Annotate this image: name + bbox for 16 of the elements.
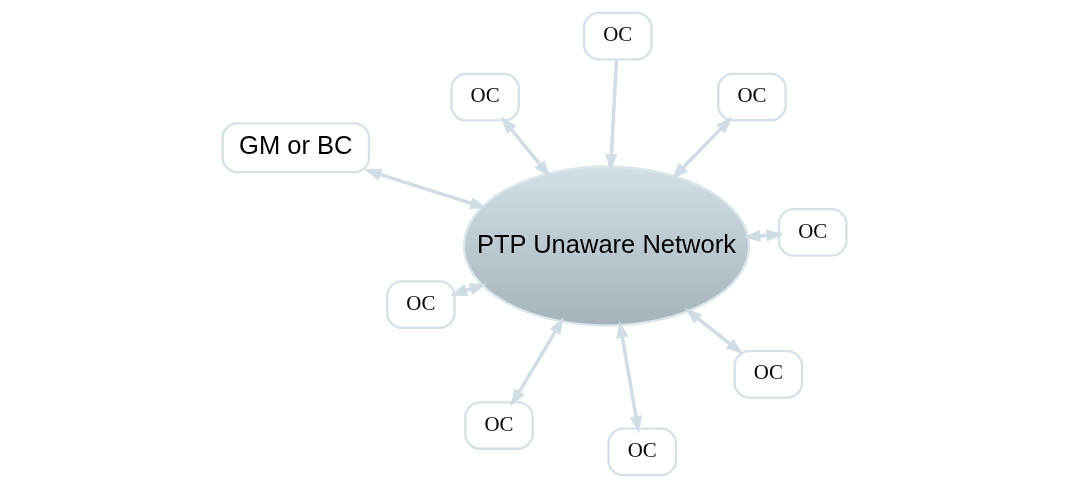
arrow <box>742 229 784 242</box>
node-box: OC <box>582 11 653 61</box>
node-box: OC <box>449 72 520 122</box>
arrow <box>684 307 743 355</box>
node-box: OC <box>385 280 456 329</box>
node-box: OC <box>733 349 803 399</box>
node-box: OC <box>716 72 787 122</box>
node-box: OC <box>777 208 847 257</box>
arrow <box>363 168 487 209</box>
node-box: GM or BC <box>221 122 370 174</box>
arrow <box>615 320 642 434</box>
arrow <box>509 317 564 407</box>
arrow <box>670 116 733 180</box>
node-box: OC <box>463 401 534 450</box>
node-box: OC <box>606 427 677 477</box>
arrow <box>500 116 551 178</box>
